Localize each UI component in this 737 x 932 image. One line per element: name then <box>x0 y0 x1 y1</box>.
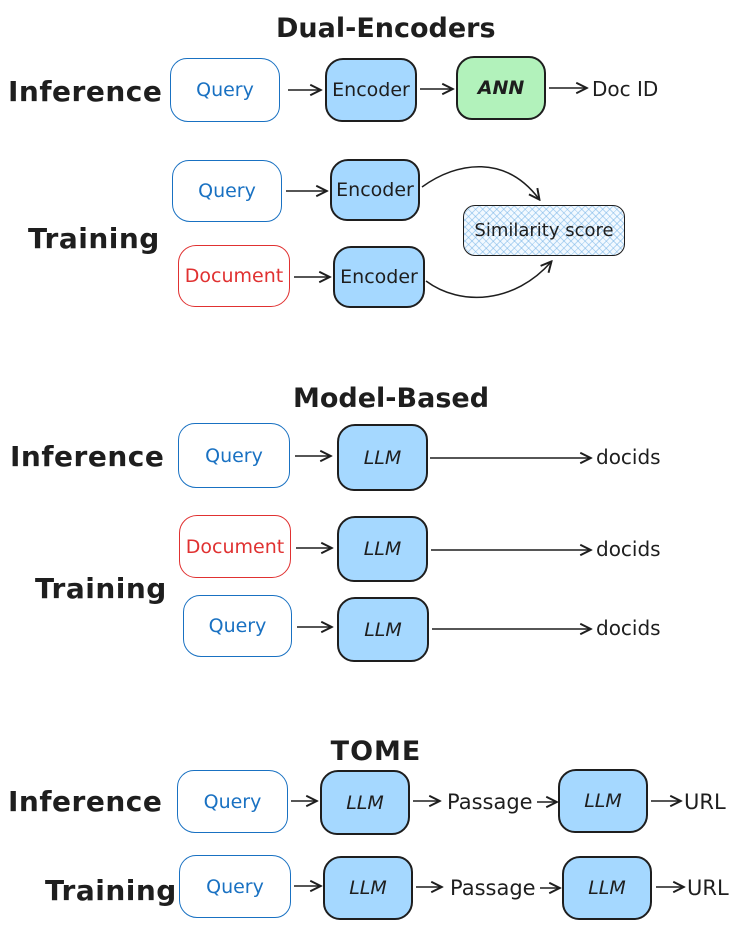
row-label-dual-training: Training <box>28 221 160 255</box>
row-label-dual-inference: Inference <box>8 74 163 108</box>
llm-node-model-inference: LLM <box>337 424 428 491</box>
url-label-2: URL <box>687 876 729 900</box>
docids-label-2: docids <box>596 537 661 561</box>
passage-label-2: Passage <box>450 876 536 900</box>
document-node-model-training: Document <box>179 515 291 578</box>
passage-label-1: Passage <box>447 790 533 814</box>
query-node-tome-inference: Query <box>177 770 288 833</box>
llm-node-tome-training-2: LLM <box>562 856 652 920</box>
llm-node-tome-inference-1: LLM <box>320 770 410 835</box>
encoder-node-dual-inference: Encoder <box>325 58 417 122</box>
section-title-tome: TOME <box>330 736 422 767</box>
docids-label-1: docids <box>596 445 661 469</box>
encoder-node-dual-training-top: Encoder <box>330 159 420 221</box>
section-title-dual-encoders: Dual-Encoders <box>276 13 496 44</box>
query-node-dual-inference: Query <box>170 58 280 122</box>
llm-node-model-training-top: LLM <box>337 516 428 582</box>
document-node-dual-training: Document <box>178 245 290 307</box>
row-label-tome-inference: Inference <box>8 784 163 818</box>
query-node-model-inference: Query <box>178 423 290 488</box>
row-label-model-inference: Inference <box>10 439 165 473</box>
llm-node-tome-inference-2: LLM <box>558 769 648 833</box>
row-label-model-training: Training <box>35 571 167 605</box>
url-label-1: URL <box>684 790 726 814</box>
llm-node-model-training-bottom: LLM <box>337 597 429 662</box>
llm-node-tome-training-1: LLM <box>323 856 413 920</box>
row-label-tome-training: Training <box>45 873 177 907</box>
query-node-model-training: Query <box>183 595 292 657</box>
similarity-score-node: Similarity score <box>463 205 625 256</box>
doc-id-label: Doc ID <box>592 77 659 101</box>
arrow-de-encoder-similarity-bottom <box>425 262 551 299</box>
query-node-dual-training: Query <box>172 160 282 222</box>
section-title-model-based: Model-Based <box>293 383 490 414</box>
encoder-node-dual-training-bottom: Encoder <box>333 246 425 308</box>
arrow-de-encoder-similarity-top <box>421 165 539 199</box>
query-node-tome-training: Query <box>179 855 291 918</box>
docids-label-3: docids <box>596 616 661 640</box>
ann-node: ANN <box>456 56 546 120</box>
